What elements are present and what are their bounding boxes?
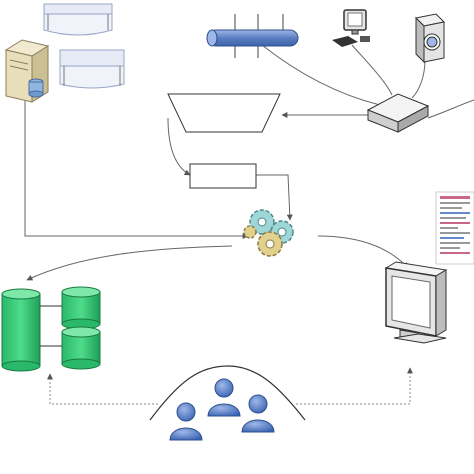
document-icon <box>43 3 113 36</box>
server-icon <box>4 39 50 103</box>
connector-webcam-to-hub <box>411 59 426 99</box>
database-link-lines <box>40 305 62 347</box>
report-thumbnail-icon <box>435 191 474 265</box>
connector-workstation-to-hub <box>351 44 393 96</box>
connector-server-to-gears <box>24 100 249 239</box>
connector-hub-to-right <box>427 99 474 119</box>
process-box-icon <box>189 163 257 189</box>
connector-people-to-database <box>47 373 158 405</box>
database-icon <box>61 286 101 330</box>
database-icon <box>61 326 101 370</box>
document-icon <box>59 49 125 89</box>
connector-pipe-to-hub <box>261 44 381 106</box>
people-icon <box>149 365 306 441</box>
gears-icon <box>243 209 294 257</box>
connector-process-to-gears <box>256 174 293 221</box>
workstation-icon <box>332 9 370 47</box>
connector-gears-to-database <box>26 245 233 281</box>
database-icon <box>1 288 41 372</box>
webcam-icon <box>414 13 446 64</box>
connector-people-to-monitor <box>296 367 413 405</box>
monitor-icon <box>384 261 448 344</box>
connectors <box>24 44 474 281</box>
network-hub-icon <box>366 93 430 133</box>
data-pipe-icon <box>206 14 299 58</box>
manual-operation-icon <box>167 93 281 133</box>
dashed-connectors <box>47 367 413 405</box>
connector-gears-to-monitor <box>317 235 409 269</box>
connector-manual-to-process <box>167 117 191 176</box>
